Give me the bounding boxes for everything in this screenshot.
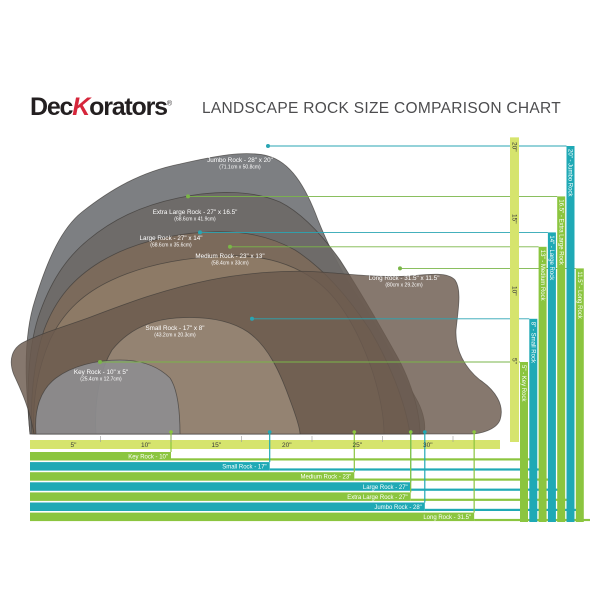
length-bar-label-extra_large: Extra Large Rock - 27": [347, 495, 408, 501]
height-ruler-bar: [510, 137, 519, 443]
length-bar-extension-key: [171, 458, 533, 461]
length-end-marker-extra_large: [408, 430, 413, 434]
height-bars: 5" - Key Rock 8" - Small Rock 13" - Medium…: [510, 137, 584, 523]
length-ruler-bar: [30, 440, 500, 449]
height-top-marker-key: [98, 360, 102, 364]
length-bar-large: [30, 482, 411, 491]
height-bar-extra_large: [557, 196, 566, 522]
length-bar-extension-small: [269, 468, 543, 471]
length-bar-small: [30, 462, 270, 471]
rock-name-medium: Medium Rock - 23" x 13": [195, 253, 264, 260]
length-bar-medium: [30, 472, 355, 481]
x-tick-label: 30": [423, 442, 433, 449]
length-bar-extension-large: [410, 488, 562, 491]
length-bar-extension-extra_large: [410, 498, 571, 501]
y-tick-label: 5": [511, 358, 518, 365]
rock-name-extra_large: Extra Large Rock - 27" x 16.5": [153, 209, 238, 216]
length-bar-extra_large: [30, 492, 411, 501]
rock-name-large: Large Rock - 27" x 14": [140, 235, 203, 242]
logo-text-orators: orators: [89, 93, 168, 121]
x-tick-label: 10": [141, 442, 151, 449]
rock-metric-long: (80cm x 29.2cm): [385, 283, 423, 289]
rock-metric-key: (25.4cm x 12.7cm): [80, 377, 122, 383]
length-end-marker-small: [267, 430, 272, 434]
height-top-marker-medium: [228, 244, 232, 249]
page-title: LANDSCAPE ROCK SIZE COMPARISON CHART: [202, 100, 562, 117]
logo-text-dec: Dec: [30, 93, 73, 121]
height-bar-medium: [538, 246, 547, 523]
length-bar-label-jumbo: Jumbo Rock - 28": [374, 505, 421, 511]
x-tick-label: 5": [71, 442, 78, 449]
length-bar-label-small: Small Rock - 17": [222, 465, 266, 471]
length-bar-jumbo: [30, 502, 425, 511]
length-bar-label-large: Large Rock - 27": [363, 485, 408, 491]
length-bar-long: [30, 512, 475, 522]
length-bar-key: [30, 452, 171, 461]
height-bar-large: [547, 232, 556, 522]
height-bar-key: [520, 362, 528, 522]
axis-ticks: 5" 10" 15" 20" 25" 30" 5" 10" 15" 20": [71, 142, 518, 449]
height-top-marker-jumbo: [266, 144, 270, 148]
height-bar-label-long: 11.5" - Long Rock: [576, 271, 582, 319]
rock-name-long: Long Rock - 31.5" x 11.5": [369, 275, 440, 282]
header: DecKorators® LANDSCAPE ROCK SIZE COMPARI…: [0, 0, 610, 140]
height-top-marker-large: [198, 230, 202, 235]
length-end-marker-medium: [352, 430, 357, 434]
height-bar-label-extra_large: 16.5" - Extra Large Rock: [557, 199, 563, 265]
rock-name-key: Key Rock - 10" x 5": [74, 369, 128, 376]
x-tick-label: 20": [282, 442, 292, 449]
rock-metric-jumbo: (71.1cm x 50.8cm): [219, 165, 261, 171]
rock-name-small: Small Rock - 17" x 8": [145, 325, 204, 332]
length-bars: Key Rock - 10" Small Rock - 17" Medium Roc…: [30, 430, 590, 522]
length-bar-label-key: Key Rock - 10": [128, 455, 168, 461]
height-bar-label-large: 14" - Large Rock: [548, 235, 554, 281]
rock-metric-small: (43.2cm x 20.3cm): [154, 333, 196, 339]
rock-labels: Jumbo Rock - 28" x 20"(71.1cm x 50.8cm) E…: [74, 157, 440, 383]
length-bar-extension-jumbo: [424, 508, 581, 511]
length-bar-label-long: Long Rock - 31.5": [423, 515, 471, 521]
rock-metric-extra_large: (68.6cm x 41.9cm): [174, 217, 216, 223]
length-bar-label-medium: Medium Rock - 23": [300, 475, 351, 481]
height-bar-label-key: 5" - Key Rock: [520, 365, 526, 402]
length-bar-extension-medium: [354, 478, 552, 481]
rock-shapes: [10, 153, 502, 435]
height-bar-small: [529, 318, 538, 522]
rock-metric-large: (68.6cm x 35.6cm): [150, 243, 192, 249]
height-bar-label-jumbo: 20" - Jumbo Rock: [567, 149, 573, 197]
rock-metric-medium: (58.4cm x 33cm): [211, 261, 249, 267]
x-tick-label: 15": [212, 442, 222, 449]
length-end-marker-key: [169, 430, 173, 434]
logo-text-k: K: [72, 93, 90, 121]
y-tick-label: 10": [511, 286, 518, 296]
x-tick-label: 25": [353, 442, 363, 449]
height-bar-label-small: 8" - Small Rock: [530, 322, 536, 364]
logo-registered-mark: ®: [166, 100, 172, 108]
y-tick-label: 20": [511, 142, 518, 152]
height-bar-long: [575, 268, 584, 522]
y-tick-label: 15": [511, 214, 518, 224]
brand-logo: DecKorators®: [30, 93, 172, 122]
height-top-marker-small: [250, 316, 254, 321]
rock-shape-key: [35, 359, 181, 435]
height-top-marker-long: [398, 266, 402, 271]
height-bar-label-medium: 13" - Medium Rock: [539, 250, 545, 302]
length-end-marker-long: [472, 430, 476, 434]
length-end-marker-jumbo: [423, 430, 427, 434]
rock-name-jumbo: Jumbo Rock - 28" x 20": [207, 157, 273, 164]
height-bar-jumbo: [566, 146, 575, 522]
height-top-marker-extra_large: [186, 194, 190, 199]
